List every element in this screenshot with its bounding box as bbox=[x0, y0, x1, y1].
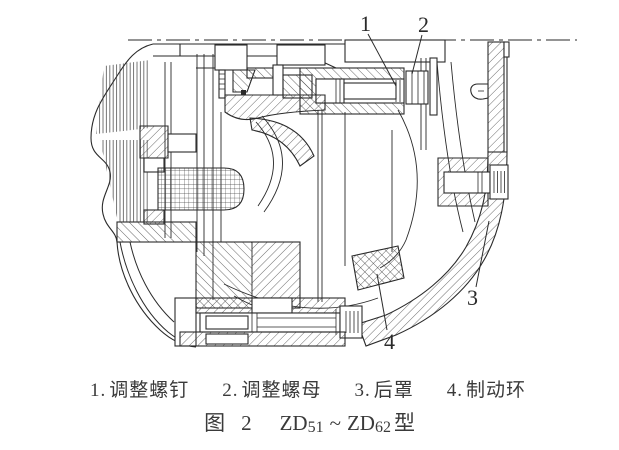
part-label-4: 4 bbox=[384, 329, 395, 354]
brake-ring-section bbox=[351, 245, 405, 291]
part-label-2: 2 bbox=[418, 12, 429, 37]
leader-1 bbox=[367, 33, 397, 87]
legend-item-3: 3.后罩 bbox=[355, 375, 417, 402]
legend-num-1: 1. bbox=[89, 380, 107, 401]
endshield-crescent bbox=[249, 117, 315, 167]
leader-lines bbox=[367, 33, 490, 331]
winding-end-section bbox=[157, 167, 245, 211]
adjust-screw-shank bbox=[343, 82, 397, 100]
legend-name-3: 后罩 bbox=[373, 380, 414, 401]
model-a-sub: 51 bbox=[307, 419, 324, 436]
model-a: ZD bbox=[279, 411, 308, 435]
frame-foot-band bbox=[116, 221, 197, 243]
parts-legend: 1.调整螺钉 2.调整螺母 3.后罩 4.制动环 bbox=[0, 375, 619, 402]
cover-hook-lug bbox=[470, 83, 489, 100]
top-flange-block bbox=[344, 39, 446, 63]
legend-num-4: 4. bbox=[446, 380, 464, 401]
section-linework bbox=[90, 39, 577, 348]
leader-3 bbox=[475, 220, 490, 288]
legend-num-3: 3. bbox=[354, 380, 371, 401]
part-label-3: 3 bbox=[467, 285, 478, 310]
model-b: ZD bbox=[346, 411, 375, 435]
rear-cover-wall-section bbox=[487, 41, 505, 153]
bottom-boss-lower bbox=[179, 331, 346, 347]
adjust-nut bbox=[405, 70, 429, 105]
bottom-bolt-head bbox=[339, 305, 363, 339]
legend-item-4: 4.制动环 bbox=[447, 375, 529, 402]
model-b-sub: 62 bbox=[374, 419, 391, 436]
legend-item-2: 2.调整螺母 bbox=[222, 375, 324, 402]
rotor-key-section bbox=[139, 125, 169, 159]
legend-num-2: 2. bbox=[222, 380, 239, 401]
figure-prefix: 图 bbox=[204, 411, 228, 435]
part-label-1: 1 bbox=[360, 11, 371, 36]
stator-core-lower bbox=[100, 140, 148, 222]
assembly-drawing: 1 2 3 4 bbox=[90, 11, 577, 354]
endshield-band bbox=[224, 94, 326, 121]
legend-name-4: 制动环 bbox=[466, 380, 527, 401]
nut-bracket-plate bbox=[429, 57, 438, 116]
legend-item-1: 1.调整螺钉 bbox=[90, 375, 192, 402]
stator-core-upper bbox=[96, 60, 150, 134]
part-labels: 1 2 3 4 bbox=[360, 11, 478, 354]
figure-number: 2 bbox=[241, 411, 252, 435]
legend-name-2: 调整螺母 bbox=[241, 380, 322, 401]
legend-name-1: 调整螺钉 bbox=[109, 380, 190, 401]
right-bolt-head bbox=[489, 164, 509, 200]
adjust-screw-head bbox=[315, 78, 345, 104]
figure-suffix: 型 bbox=[393, 411, 415, 435]
model-separator: ~ bbox=[329, 411, 341, 435]
leader-4 bbox=[376, 273, 388, 331]
leader-2 bbox=[411, 34, 423, 75]
